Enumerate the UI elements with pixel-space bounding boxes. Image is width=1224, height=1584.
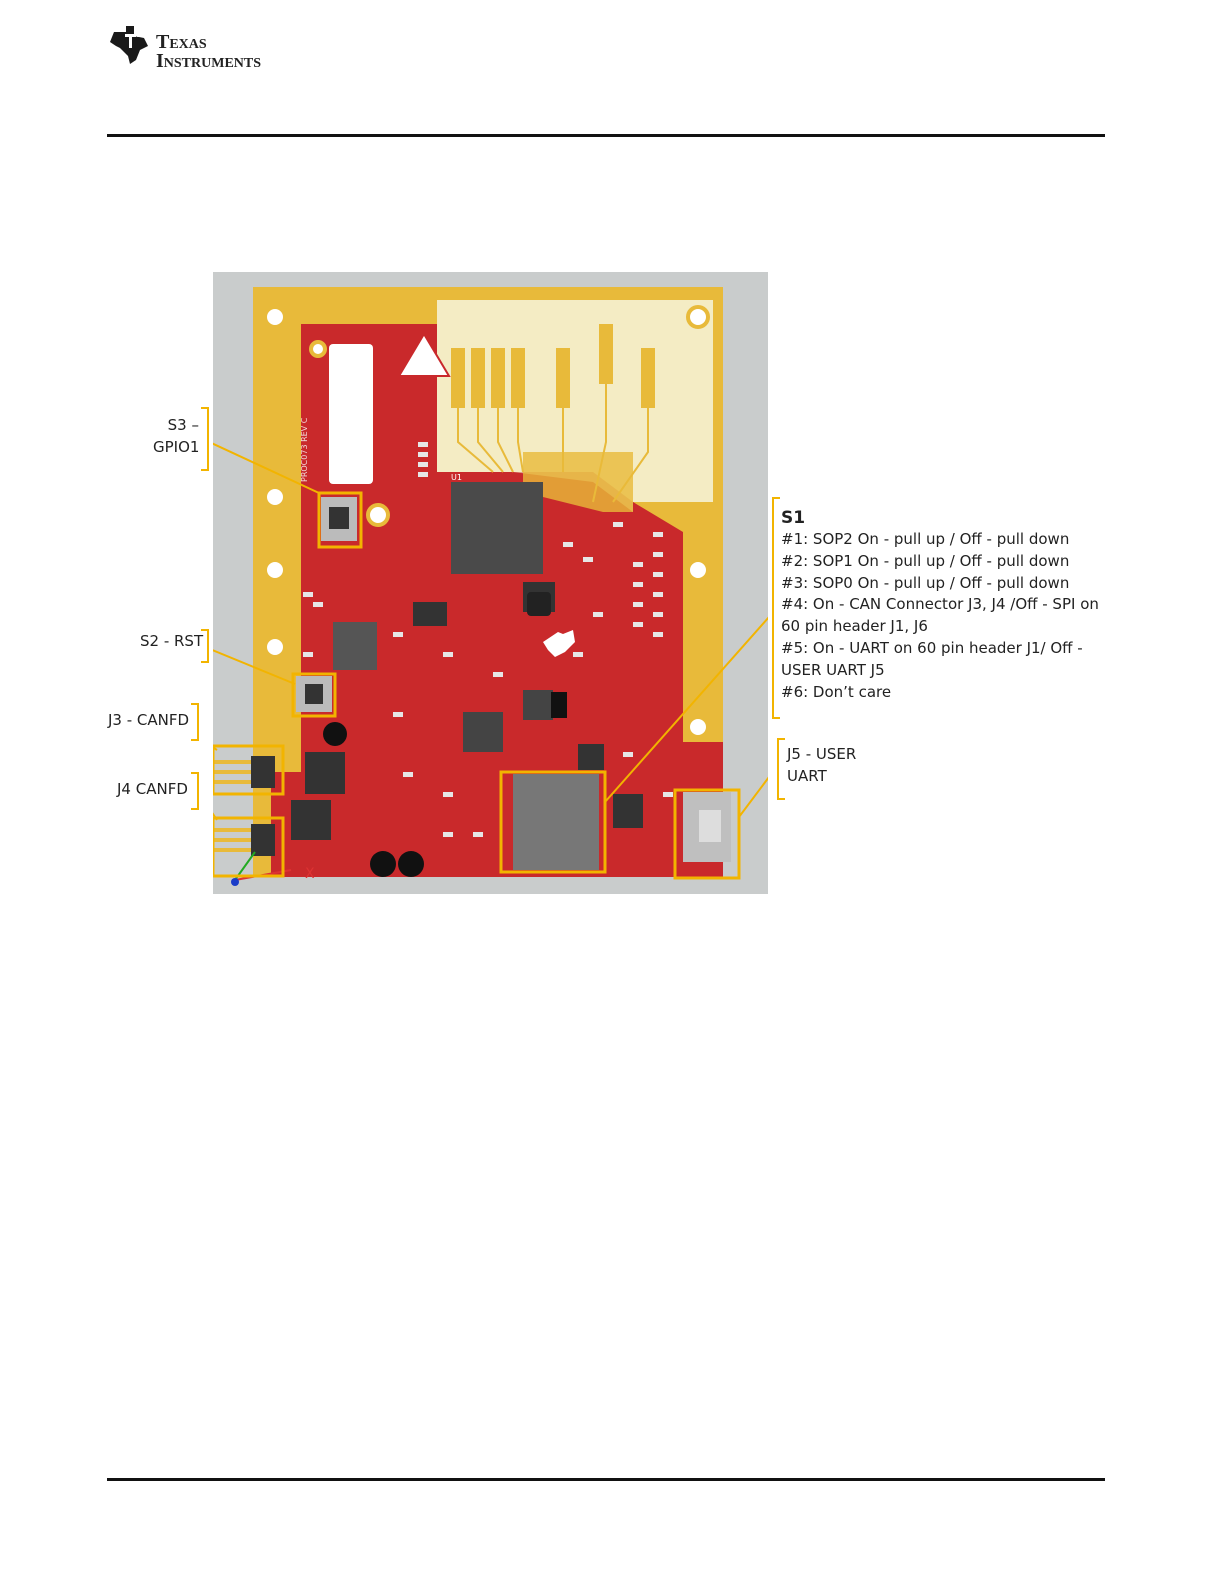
axis-x-label: X bbox=[305, 866, 315, 882]
callout-j3: J3 - CANFD bbox=[108, 711, 190, 729]
callout-s1-bracket bbox=[772, 497, 780, 719]
callout-s2: S2 - RST bbox=[140, 632, 204, 650]
silk-rev: PROC073 REV C bbox=[300, 417, 309, 482]
pcb-illustration: PROC073 REV C U1 bbox=[204, 272, 770, 894]
s1-line: #2: SOP1 On - pull up / Off - pull down bbox=[781, 551, 1070, 570]
callout-s2-bracket bbox=[201, 629, 209, 663]
callout-s3-bracket bbox=[201, 407, 209, 471]
s1-line: #6: Don’t care bbox=[781, 682, 892, 701]
logo-line-2: Instruments bbox=[156, 50, 262, 72]
silk-u1: U1 bbox=[451, 473, 462, 482]
callout-j5-bracket bbox=[777, 738, 785, 800]
footer-rule bbox=[107, 1478, 1105, 1481]
s1-line: USER UART J5 bbox=[781, 660, 885, 679]
callout-s3-line2: GPIO1 bbox=[153, 438, 200, 456]
callout-j4: J4 CANFD bbox=[117, 780, 188, 798]
s1-line: #5: On - UART on 60 pin header J1/ Off - bbox=[781, 638, 1083, 657]
s1-line: #4: On - CAN Connector J3, J4 /Off - SPI… bbox=[781, 595, 1099, 614]
callout-j5: J5 - USER UART bbox=[787, 743, 856, 787]
logo-line-1: Texas bbox=[156, 31, 207, 53]
s1-title: S1 bbox=[781, 508, 806, 528]
board-figure: PROC073 REV C U1 bbox=[204, 272, 770, 894]
callout-j4-bracket bbox=[191, 772, 199, 810]
header-rule bbox=[107, 134, 1105, 137]
callout-j3-bracket bbox=[191, 703, 199, 741]
s1-line: 60 pin header J1, J6 bbox=[781, 617, 928, 636]
callout-s3-line1: S3 – bbox=[167, 416, 199, 434]
callout-j5-line2: UART bbox=[787, 767, 827, 785]
callout-j5-line1: J5 - USER bbox=[787, 745, 857, 763]
callout-s1: S1 #1: SOP2 On - pull up / Off - pull do… bbox=[781, 507, 1099, 703]
s1-line: #1: SOP2 On - pull up / Off - pull down bbox=[781, 530, 1070, 548]
ti-logo: Texas Instruments bbox=[108, 24, 298, 72]
callout-s3: S3 – GPIO1 bbox=[153, 414, 199, 458]
ti-logo-icon bbox=[110, 26, 148, 64]
s1-line: #3: SOP0 On - pull up / Off - pull down bbox=[781, 573, 1070, 592]
